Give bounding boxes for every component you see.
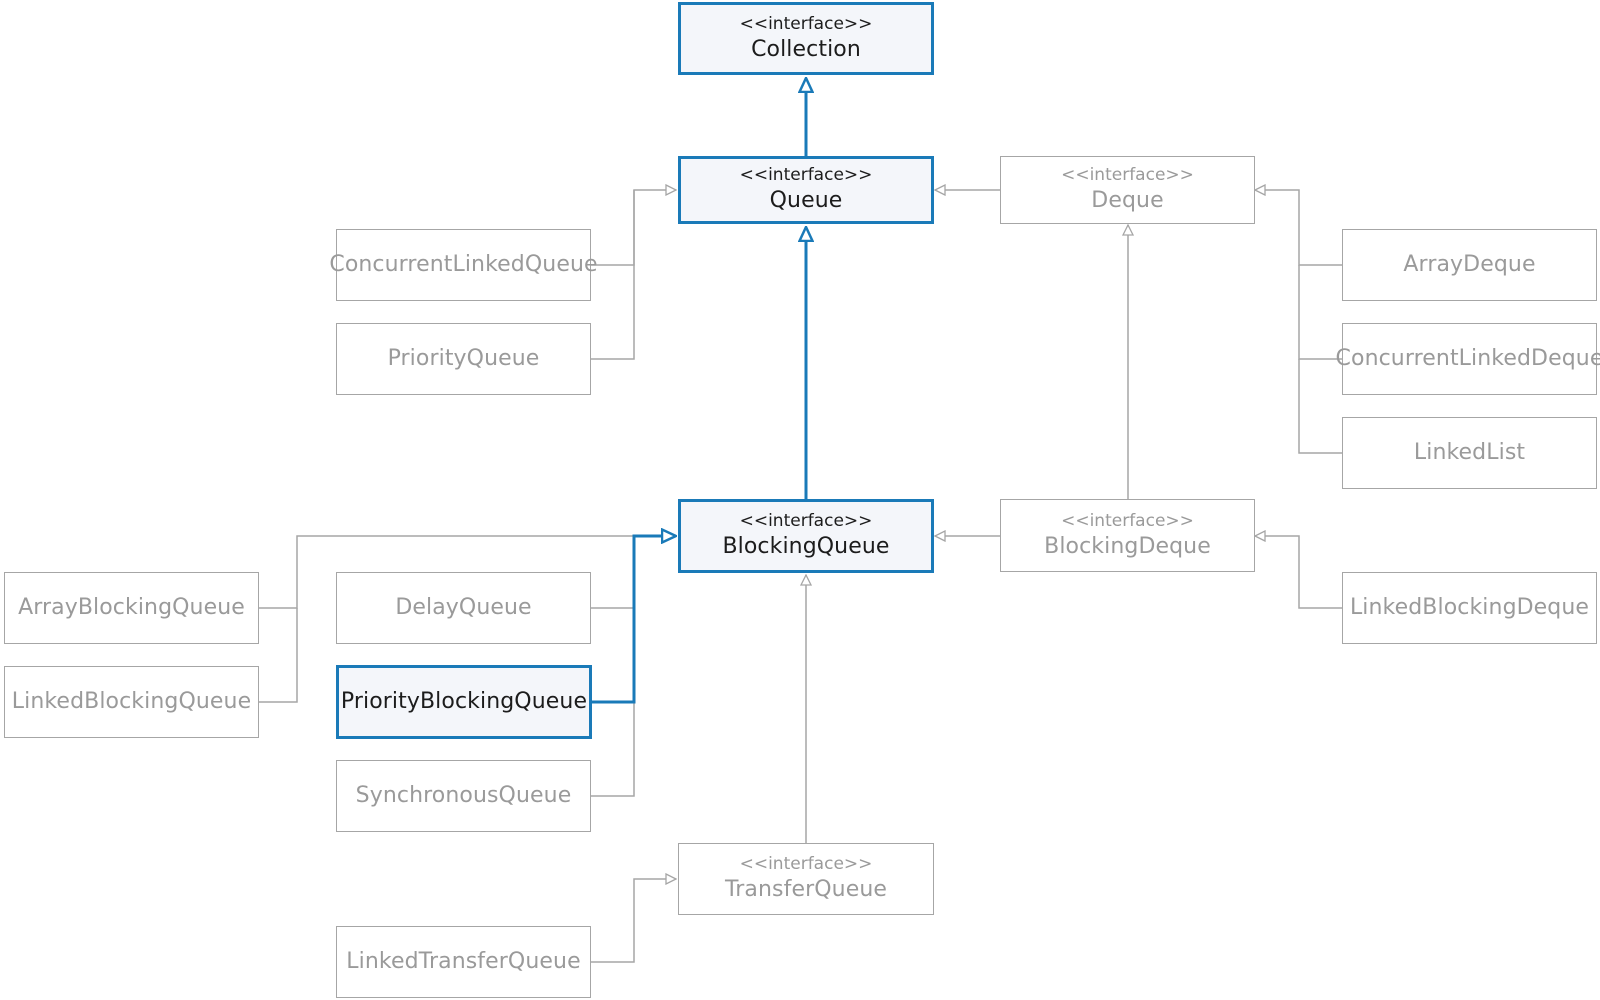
node-deque[interactable]: <<interface>> Deque bbox=[1000, 156, 1255, 224]
stereotype-label: <<interface>> bbox=[739, 165, 873, 185]
class-name: LinkedList bbox=[1413, 440, 1526, 465]
class-name: ConcurrentLinkedDeque bbox=[1335, 346, 1600, 371]
class-name: ConcurrentLinkedQueue bbox=[329, 252, 598, 277]
stereotype-label: <<interface>> bbox=[739, 13, 873, 34]
node-transfer-queue[interactable]: <<interface>> TransferQueue bbox=[678, 843, 934, 915]
node-linked-blocking-deque[interactable]: LinkedBlockingDeque bbox=[1342, 572, 1597, 644]
class-name: LinkedTransferQueue bbox=[346, 949, 581, 974]
class-name: ArrayDeque bbox=[1403, 252, 1536, 277]
edge-linkedblockingdeque-blockingdeque bbox=[1255, 536, 1342, 609]
node-priority-blocking-queue[interactable]: PriorityBlockingQueue bbox=[336, 665, 592, 739]
node-synchronous-queue[interactable]: SynchronousQueue bbox=[336, 760, 591, 832]
node-blocking-deque[interactable]: <<interface>> BlockingDeque bbox=[1000, 499, 1255, 572]
stereotype-label: <<interface>> bbox=[1061, 165, 1194, 185]
edge-arraydeque-deque bbox=[1255, 190, 1342, 266]
class-name: PriorityQueue bbox=[387, 346, 540, 371]
edge-priorityqueue-queue bbox=[590, 190, 635, 360]
node-priority-queue[interactable]: PriorityQueue bbox=[336, 323, 591, 395]
class-name: BlockingQueue bbox=[722, 534, 890, 559]
node-blocking-queue[interactable]: <<interface>> BlockingQueue bbox=[678, 499, 934, 573]
node-linked-list[interactable]: LinkedList bbox=[1342, 417, 1597, 489]
stereotype-label: <<interface>> bbox=[739, 854, 873, 874]
node-concurrent-linked-deque[interactable]: ConcurrentLinkedDeque bbox=[1336, 323, 1600, 395]
class-name: PriorityBlockingQueue bbox=[340, 689, 588, 714]
edge-arrayblockingqueue-blockingqueue bbox=[258, 535, 634, 609]
class-name: ArrayBlockingQueue bbox=[18, 595, 245, 620]
class-name: TransferQueue bbox=[724, 877, 888, 902]
node-array-blocking-queue[interactable]: ArrayBlockingQueue bbox=[4, 572, 259, 644]
node-queue[interactable]: <<interface>> Queue bbox=[678, 156, 934, 224]
class-name: Collection bbox=[751, 36, 861, 62]
class-name: Deque bbox=[1091, 188, 1164, 213]
node-collection[interactable]: <<interface>> Collection bbox=[678, 2, 934, 75]
edge-concurrentlinkedqueue-queue bbox=[590, 190, 676, 266]
class-name: BlockingDeque bbox=[1044, 533, 1211, 559]
class-name: LinkedBlockingQueue bbox=[11, 689, 252, 714]
node-delay-queue[interactable]: DelayQueue bbox=[336, 572, 591, 644]
edge-linkedlist-deque bbox=[1298, 359, 1342, 454]
class-name: DelayQueue bbox=[395, 595, 532, 620]
node-linked-transfer-queue[interactable]: LinkedTransferQueue bbox=[336, 926, 591, 998]
stereotype-label: <<interface>> bbox=[739, 511, 873, 531]
node-array-deque[interactable]: ArrayDeque bbox=[1342, 229, 1597, 301]
class-name: SynchronousQueue bbox=[355, 783, 572, 808]
edge-synchronousqueue-blockingqueue bbox=[590, 702, 635, 797]
stereotype-label: <<interface>> bbox=[1061, 510, 1194, 531]
class-name: Queue bbox=[769, 188, 843, 213]
class-name: LinkedBlockingDeque bbox=[1349, 595, 1590, 620]
edge-linkedtransferqueue-transferqueue bbox=[590, 879, 676, 963]
edge-delayqueue-blockingqueue bbox=[590, 536, 635, 609]
node-linked-blocking-queue[interactable]: LinkedBlockingQueue bbox=[4, 666, 259, 738]
edge-linkedblockingqueue-blockingqueue bbox=[258, 608, 298, 703]
node-concurrent-linked-queue[interactable]: ConcurrentLinkedQueue bbox=[329, 229, 598, 301]
edge-priorityblockingqueue-blockingqueue bbox=[590, 536, 676, 704]
